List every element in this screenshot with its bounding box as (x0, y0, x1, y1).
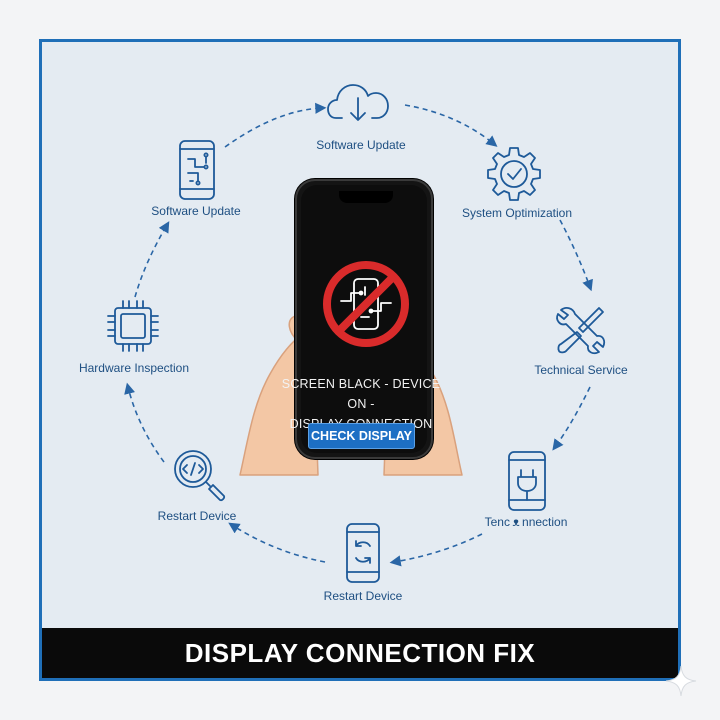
magnifier-code-icon (171, 447, 227, 503)
title-banner: DISPLAY CONNECTION FIX (42, 628, 678, 678)
phone-circuit-icon (178, 139, 216, 201)
step-label-software-update-left: Software Update (151, 204, 241, 218)
step-label-tech-connection: Tenc ᴥ nnection (484, 515, 568, 529)
sparkle-icon (665, 665, 697, 697)
no-connection-icon (323, 261, 409, 347)
phone-device (295, 179, 433, 459)
gear-check-icon (485, 145, 543, 203)
step-label-restart-device-left: Restart Device (157, 509, 237, 523)
error-message-line-1: SCREEN BLACK - DEVICE ON - (281, 377, 441, 411)
phone-screen (301, 185, 427, 453)
phone-refresh-icon (345, 522, 381, 584)
step-label-technical-service: Technical Service (534, 363, 628, 377)
step-label-software-update-top: Software Update (316, 138, 406, 152)
check-display-button[interactable]: CHECK DISPLAY (308, 423, 415, 449)
cloud-download-icon (326, 80, 392, 124)
chip-icon (105, 298, 161, 354)
step-label-system-optimization: System Optimization (461, 206, 573, 220)
wrench-screwdriver-icon (553, 304, 607, 358)
phone-plug-icon (507, 450, 547, 512)
diagram-frame: Software Update System Optimization Tech… (39, 39, 681, 681)
step-label-hardware-inspection: Hardware Inspection (78, 361, 190, 375)
step-label-restart-device-bottom: Restart Device (323, 589, 403, 603)
phone-notch (339, 191, 393, 203)
cycle-arrows (124, 102, 593, 567)
